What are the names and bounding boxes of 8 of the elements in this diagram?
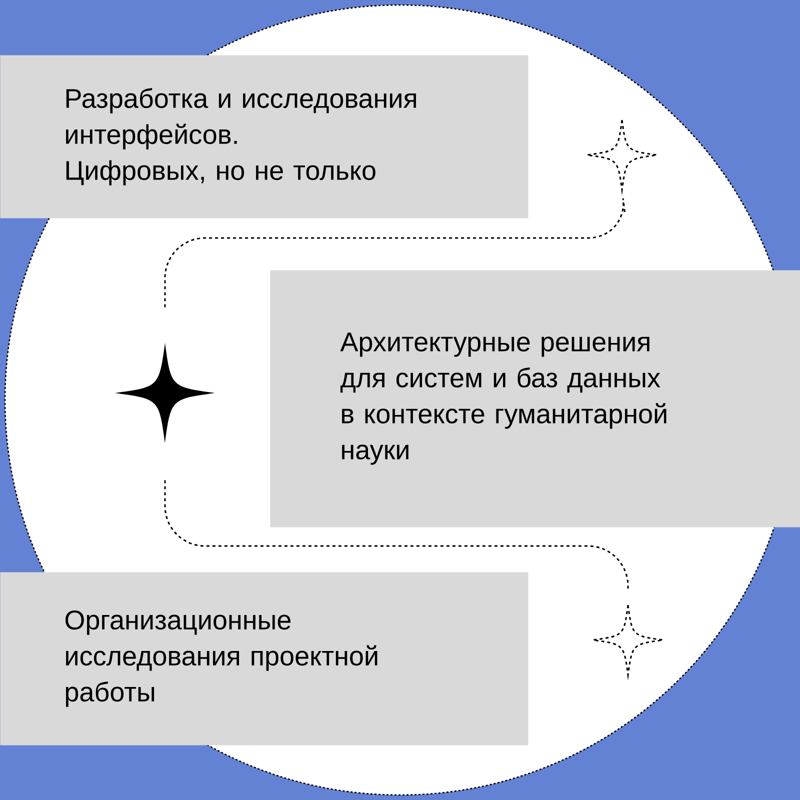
text-box: Архитектурные решения для систем и баз данных в контексте гуманитарной науки [270, 270, 800, 528]
dashed-connector [164, 480, 629, 590]
dashed-connector [164, 198, 626, 310]
text-box: Разработка и исследования интерфейсов. Цифровых, но не только [0, 55, 528, 218]
star-icon [586, 119, 658, 191]
star-icon [592, 604, 664, 676]
star-icon [115, 343, 215, 443]
text-box: Организационные исследования проектной работы [0, 572, 528, 746]
